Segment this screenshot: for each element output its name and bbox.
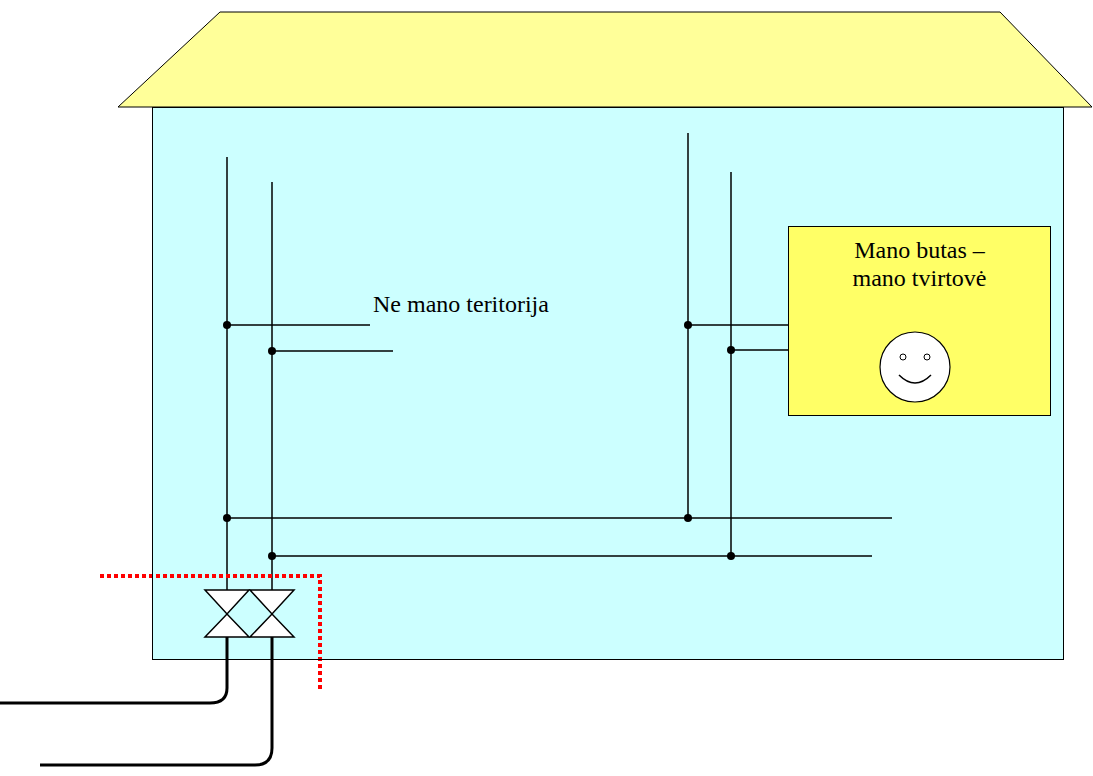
house-wall bbox=[152, 107, 1064, 660]
node-label: Mano butas – mano tvirtovė bbox=[835, 237, 1005, 292]
valves bbox=[205, 590, 294, 637]
boundary-line bbox=[100, 576, 320, 690]
node-label: Ne mano teritorija bbox=[373, 291, 549, 319]
smiley-face bbox=[875, 327, 955, 407]
house-body: Ne mano teritorija Mano butas – mano tvir… bbox=[152, 107, 1064, 660]
incoming-pipes bbox=[0, 637, 272, 765]
roof bbox=[118, 12, 1092, 107]
pipe-joints bbox=[223, 321, 735, 560]
apartment-box: Mano butas – mano tvirtovė bbox=[788, 226, 1051, 416]
